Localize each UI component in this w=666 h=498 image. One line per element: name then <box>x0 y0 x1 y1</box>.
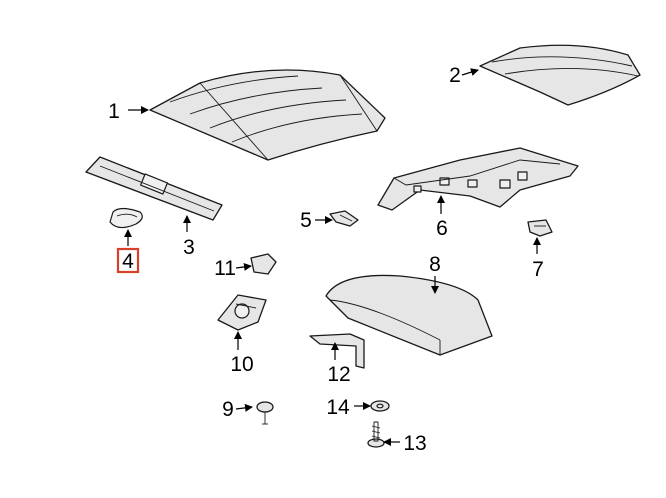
callout-2[interactable]: 2 <box>449 64 461 87</box>
part-4-pad <box>109 207 143 229</box>
part-8-package-shelf <box>325 274 493 356</box>
callout-14[interactable]: 14 <box>326 396 350 419</box>
part-5-clip <box>329 210 359 227</box>
part-7-bracket <box>527 219 553 237</box>
part-1-headliner <box>149 69 386 161</box>
callout-7[interactable]: 7 <box>532 258 544 281</box>
part-2-rear-roof-panel <box>479 44 641 106</box>
callout-12[interactable]: 12 <box>327 363 350 386</box>
part-13-screw <box>367 421 385 448</box>
part-3-trim-strip <box>85 156 223 221</box>
callout-8[interactable]: 8 <box>429 253 441 276</box>
callout-3[interactable]: 3 <box>183 236 195 259</box>
callout-6[interactable]: 6 <box>436 217 448 240</box>
callout-4[interactable]: 4 <box>122 250 134 273</box>
callout-5[interactable]: 5 <box>300 209 312 232</box>
part-9-push-fastener <box>256 401 274 425</box>
part-12-l-bracket <box>309 333 365 369</box>
callout-1[interactable]: 1 <box>108 100 120 123</box>
part-10-speaker-grille <box>217 294 267 331</box>
leader-lines <box>124 68 541 446</box>
highlight-box-callout-4 <box>116 247 140 274</box>
callout-13[interactable]: 13 <box>403 432 426 455</box>
callout-11[interactable]: 11 <box>214 257 236 280</box>
part-11-cap <box>250 253 277 275</box>
callout-9[interactable]: 9 <box>222 398 234 421</box>
part-6-side-trim <box>377 147 579 211</box>
callout-10[interactable]: 10 <box>230 353 253 376</box>
part-14-washer <box>370 400 390 412</box>
